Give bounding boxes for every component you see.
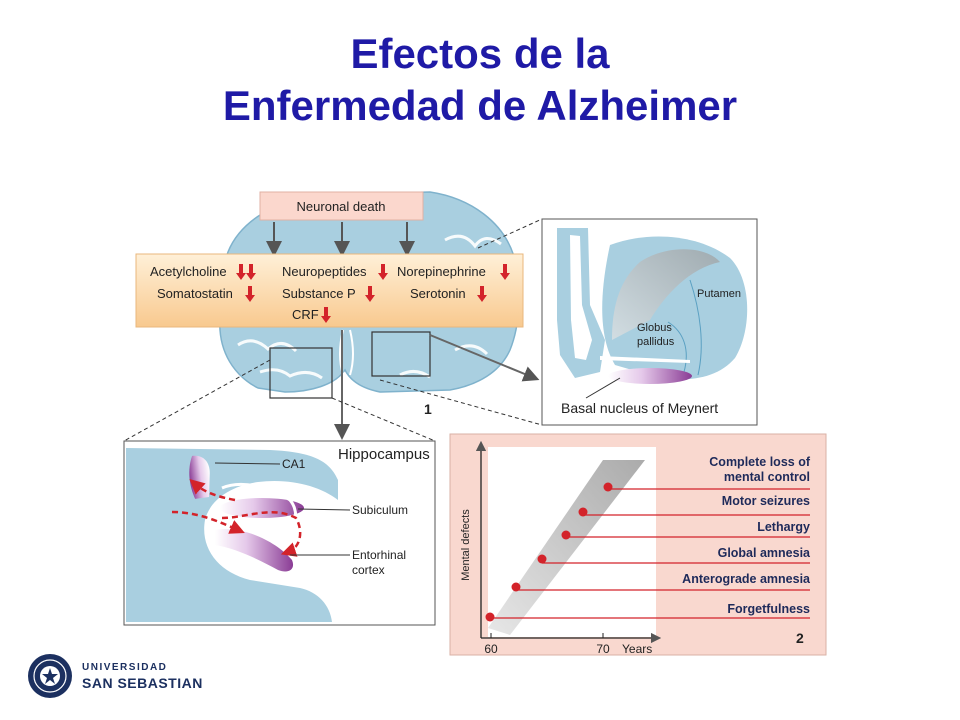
slide-title-line1: Efectos de la — [350, 30, 610, 77]
label-neuropeptides: Neuropeptides — [282, 264, 367, 279]
label-entorhinal: Entorhinal — [352, 548, 406, 562]
label-acetylcholine: Acetylcholine — [150, 264, 227, 279]
region-box-hippocampus — [269, 347, 333, 399]
university-name: UNIVERSIDAD SAN SEBASTIAN — [82, 662, 203, 691]
university-line2: SAN SEBASTIAN — [82, 675, 203, 691]
stage-dot — [561, 530, 571, 540]
slide-title-line2: Enfermedad de Alzheimer — [222, 82, 738, 129]
panel-basal-nucleus: Putamen Globus pallidus Basal nucleus of… — [541, 218, 758, 426]
stage-label: Complete loss of — [709, 455, 811, 469]
stage-dot — [603, 482, 613, 492]
university-seal-icon — [28, 654, 72, 698]
label-basal-nucleus: Basal nucleus of Meynert — [561, 400, 718, 416]
label-cortex: cortex — [352, 563, 385, 577]
panel-mental-defects: Mental defects 60 70 Years 2 Complete lo… — [449, 433, 827, 656]
decrease-arrow-icon — [236, 264, 246, 280]
label-hippocampus-title: Hippocampus — [338, 446, 430, 463]
x-tick-label-60: 60 — [484, 642, 498, 656]
y-axis-label: Mental defects — [460, 509, 472, 581]
decrease-arrow-icon — [378, 264, 388, 280]
label-norepinephrine: Norepinephrine — [397, 264, 486, 279]
figure-number-2: 2 — [796, 630, 804, 646]
label-somatostatin: Somatostatin — [157, 286, 233, 301]
decrease-arrow-icon — [500, 264, 510, 280]
label-crf: CRF — [292, 307, 319, 322]
stage-label: Anterograde amnesia — [682, 572, 811, 586]
decrease-arrow-icon — [321, 307, 331, 323]
zoom-lines — [123, 218, 543, 442]
label-subiculum: Subiculum — [352, 503, 408, 517]
stage-dot — [511, 582, 521, 592]
stage-label: mental control — [724, 470, 810, 484]
label-putamen: Putamen — [697, 288, 741, 300]
x-axis-unit: Years — [622, 642, 652, 656]
stage-dot — [578, 507, 588, 517]
university-line1: UNIVERSIDAD — [82, 662, 168, 673]
region-box-basal — [371, 331, 431, 377]
stage-label: Motor seizures — [722, 494, 810, 508]
decrease-arrows — [236, 264, 510, 323]
neuronal-death-box — [259, 191, 424, 221]
stage-label: Global amnesia — [718, 546, 811, 560]
panel-hippocampus: Hippocampus CA1 Subiculum Entorhinal cor… — [123, 440, 436, 626]
neuronal-death-label: Neuronal death — [297, 199, 386, 214]
stage-dot — [537, 554, 547, 564]
decrease-arrow-icon — [365, 286, 375, 302]
label-serotonin: Serotonin — [410, 286, 466, 301]
slide-title: Efectos de la Enfermedad de Alzheimer — [0, 28, 960, 132]
university-logo: UNIVERSIDAD SAN SEBASTIAN — [26, 652, 266, 708]
stage-dot — [485, 612, 495, 622]
label-substance-p: Substance P — [282, 286, 356, 301]
arrow-to-panel1 — [429, 334, 540, 382]
label-ca1: CA1 — [282, 457, 306, 471]
decrease-arrow-icon — [246, 264, 256, 280]
label-pallidus: pallidus — [637, 336, 675, 348]
decrease-arrow-icon — [245, 286, 255, 302]
decrease-arrow-icon — [477, 286, 487, 302]
stage-label: Forgetfulness — [727, 602, 810, 616]
label-globus: Globus — [637, 322, 672, 334]
x-tick-label-70: 70 — [596, 642, 610, 656]
stage-label: Lethargy — [757, 520, 810, 534]
neurotransmitter-box — [135, 253, 524, 328]
figure-number-1: 1 — [424, 401, 432, 417]
progression-band — [488, 460, 645, 635]
